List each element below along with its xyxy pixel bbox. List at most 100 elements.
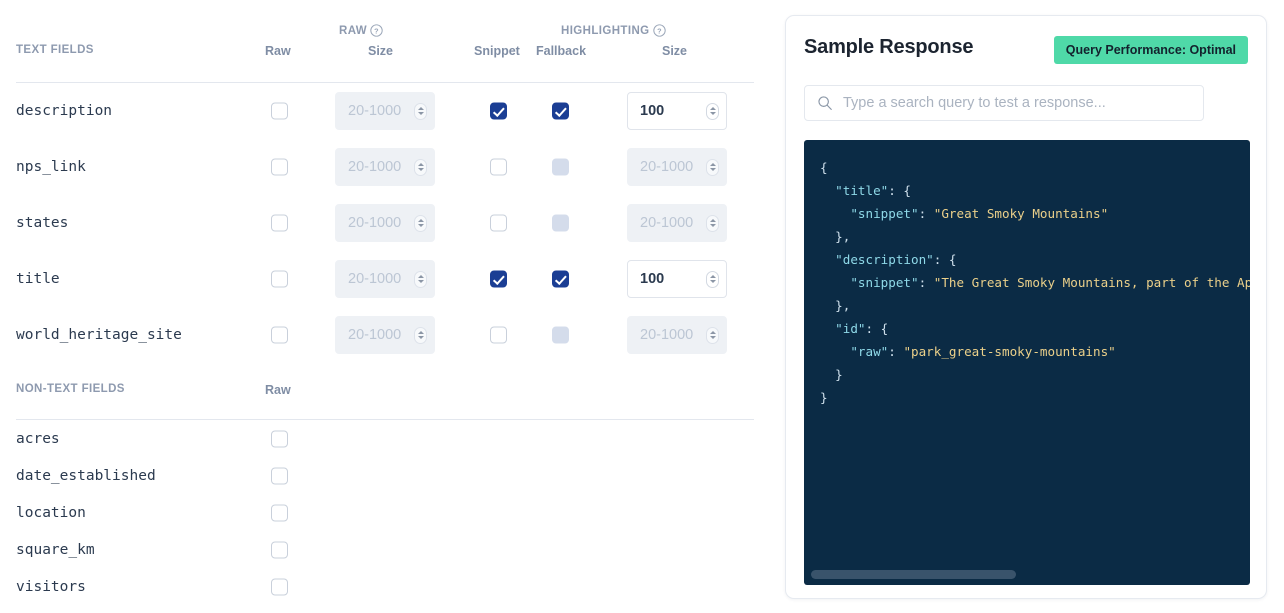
column-header-raw: Raw: [265, 44, 291, 58]
highlight-size-input[interactable]: 100: [627, 92, 727, 130]
sample-response-panel: Sample Response Query Performance: Optim…: [785, 15, 1267, 599]
stepper-up-icon[interactable]: [417, 331, 424, 334]
table-row: square_km: [0, 531, 770, 568]
question-circle-icon[interactable]: ?: [652, 24, 666, 37]
raw-size-input-value: 20-1000: [348, 271, 402, 287]
raw-checkbox[interactable]: [271, 270, 288, 288]
group-header-highlighting: HIGHLIGHTING ?: [561, 24, 666, 37]
raw-checkbox[interactable]: [271, 430, 288, 447]
stepper-up-icon[interactable]: [709, 331, 716, 334]
stepper-up-icon[interactable]: [417, 275, 424, 278]
number-stepper[interactable]: [706, 158, 719, 176]
search-icon: [817, 95, 833, 111]
field-name-label: acres: [16, 430, 60, 447]
stepper-down-icon[interactable]: [417, 280, 424, 283]
raw-checkbox[interactable]: [271, 158, 288, 176]
scrollbar-thumb[interactable]: [811, 570, 1016, 579]
raw-size-input[interactable]: 20-1000: [335, 204, 435, 242]
number-stepper[interactable]: [706, 102, 719, 120]
search-input[interactable]: Type a search query to test a response..…: [804, 85, 1204, 121]
number-stepper[interactable]: [706, 270, 719, 288]
sample-response-header: Sample Response Query Performance: Optim…: [786, 16, 1266, 78]
snippet-checkbox[interactable]: [490, 326, 507, 344]
number-stepper[interactable]: [414, 270, 427, 288]
raw-checkbox[interactable]: [271, 467, 288, 484]
highlight-size-input[interactable]: 20-1000: [627, 316, 727, 354]
section-spacer: [0, 363, 770, 383]
raw-checkbox[interactable]: [271, 578, 288, 595]
status-badge: Query Performance: Optimal: [1053, 36, 1248, 64]
svg-text:?: ?: [374, 26, 379, 35]
field-settings-panel: RAW ? HIGHLIGHTING ? TEXT FIELDS Raw Siz…: [0, 0, 770, 613]
number-stepper[interactable]: [414, 158, 427, 176]
fallback-checkbox: [552, 214, 569, 232]
text-fields-section-label: TEXT FIELDS: [16, 44, 94, 56]
stepper-down-icon[interactable]: [417, 336, 424, 339]
fallback-checkbox[interactable]: [552, 270, 569, 288]
stepper-up-icon[interactable]: [709, 275, 716, 278]
stepper-up-icon[interactable]: [709, 219, 716, 222]
stepper-up-icon[interactable]: [417, 107, 424, 110]
stepper-down-icon[interactable]: [417, 112, 424, 115]
stepper-down-icon[interactable]: [417, 224, 424, 227]
stepper-down-icon[interactable]: [709, 280, 716, 283]
stepper-up-icon[interactable]: [417, 219, 424, 222]
column-header-hl-size: Size: [662, 44, 688, 58]
number-stepper[interactable]: [414, 102, 427, 120]
raw-checkbox[interactable]: [271, 102, 288, 120]
stepper-down-icon[interactable]: [709, 336, 716, 339]
number-stepper[interactable]: [706, 326, 719, 344]
raw-checkbox[interactable]: [271, 504, 288, 521]
raw-size-input[interactable]: 20-1000: [335, 316, 435, 354]
table-row: acres: [0, 420, 770, 457]
field-name-label: date_established: [16, 467, 156, 484]
column-header-raw-size: Size: [368, 44, 394, 58]
raw-checkbox[interactable]: [271, 541, 288, 558]
fallback-checkbox[interactable]: [552, 102, 569, 120]
table-row: location: [0, 494, 770, 531]
snippet-checkbox[interactable]: [490, 214, 507, 232]
group-header-raw: RAW ?: [339, 24, 383, 37]
highlight-size-input[interactable]: 20-1000: [627, 204, 727, 242]
raw-size-input[interactable]: 20-1000: [335, 260, 435, 298]
number-stepper[interactable]: [414, 326, 427, 344]
table-row: visitors: [0, 568, 770, 605]
number-stepper[interactable]: [706, 214, 719, 232]
stepper-up-icon[interactable]: [709, 163, 716, 166]
search-placeholder: Type a search query to test a response..…: [843, 95, 1106, 111]
highlight-size-input[interactable]: 100: [627, 260, 727, 298]
snippet-checkbox[interactable]: [490, 102, 507, 120]
raw-size-input[interactable]: 20-1000: [335, 92, 435, 130]
snippet-checkbox[interactable]: [490, 270, 507, 288]
question-circle-icon[interactable]: ?: [370, 24, 383, 37]
raw-checkbox[interactable]: [271, 326, 288, 344]
non-text-fields-column-header-row: NON-TEXT FIELDS Raw: [0, 383, 770, 411]
page-title: Sample Response: [804, 36, 974, 58]
group-header-highlighting-label: HIGHLIGHTING: [561, 24, 650, 37]
field-name-label: square_km: [16, 541, 95, 558]
stepper-up-icon[interactable]: [417, 163, 424, 166]
raw-size-input[interactable]: 20-1000: [335, 148, 435, 186]
table-row: date_established: [0, 457, 770, 494]
stepper-down-icon[interactable]: [709, 224, 716, 227]
stepper-up-icon[interactable]: [709, 107, 716, 110]
stepper-down-icon[interactable]: [709, 112, 716, 115]
highlight-size-input-value: 20-1000: [640, 215, 694, 231]
raw-checkbox[interactable]: [271, 214, 288, 232]
highlight-size-input[interactable]: 20-1000: [627, 148, 727, 186]
stepper-down-icon[interactable]: [709, 168, 716, 171]
stepper-down-icon[interactable]: [417, 168, 424, 171]
snippet-checkbox[interactable]: [490, 158, 507, 176]
horizontal-scrollbar[interactable]: [804, 570, 1250, 579]
highlight-size-input-value: 20-1000: [640, 159, 694, 175]
number-stepper[interactable]: [414, 214, 427, 232]
json-response-code-block[interactable]: { "title": { "snippet": "Great Smoky Mou…: [804, 140, 1250, 585]
column-header-nt-raw: Raw: [265, 383, 291, 397]
raw-size-input-value: 20-1000: [348, 159, 402, 175]
